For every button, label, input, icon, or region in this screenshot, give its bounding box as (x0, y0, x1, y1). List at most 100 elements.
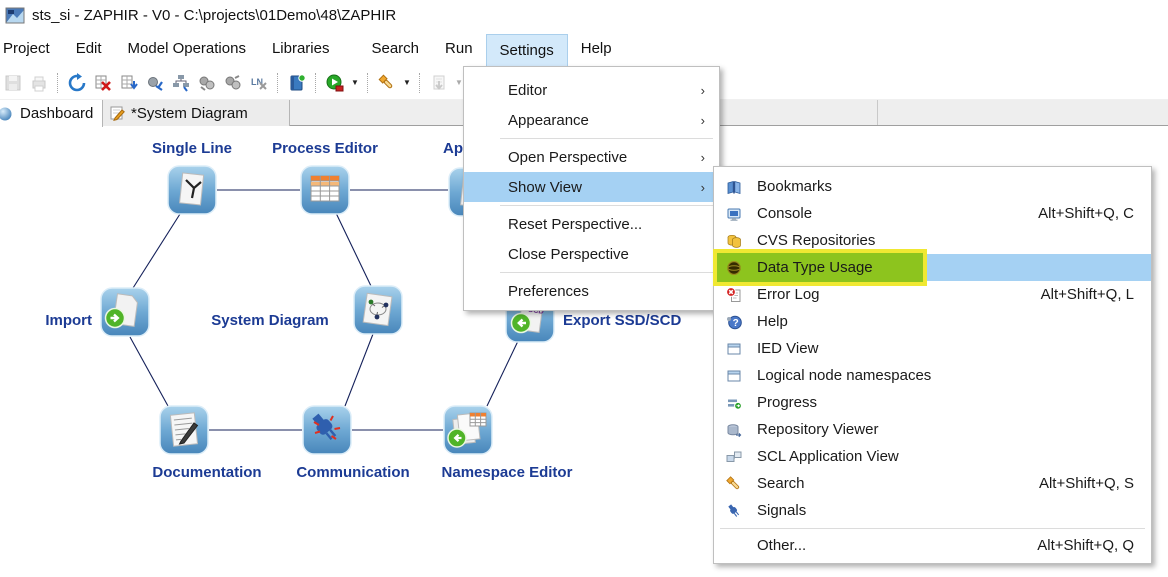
view-item-label: IED View (757, 340, 819, 357)
toolbar-model-hierarchy-icon[interactable] (169, 71, 193, 95)
menu-item-label: Open Perspective (508, 148, 628, 166)
svg-text:LN: LN (251, 77, 263, 87)
diagram-editor-icon (109, 105, 126, 122)
menu-item-preferences[interactable]: Preferences (464, 276, 719, 306)
toolbar-separator (57, 72, 59, 93)
toolbar-run-icon[interactable] (323, 71, 347, 95)
toolbar-search-tool-icon[interactable] (375, 71, 399, 95)
view-item-shortcut: Alt+Shift+Q, L (1040, 286, 1134, 303)
console-icon (726, 206, 742, 222)
menu-separator (500, 205, 713, 206)
title-bar: sts_si - ZAPHIR - V0 - C:\projects\01Dem… (0, 0, 1168, 30)
view-item-repository-viewer[interactable]: Repository Viewer (714, 416, 1151, 443)
toolbar-separator (315, 72, 317, 93)
view-item-signals[interactable]: Signals (714, 497, 1151, 524)
dashboard-node-communication-icon[interactable] (302, 405, 352, 455)
view-item-shortcut: Alt+Shift+Q, S (1038, 475, 1134, 492)
dashboard-sphere-icon (0, 105, 15, 122)
dashboard-node-documentation-icon[interactable] (159, 405, 209, 455)
dashboard-node-single-line-label: Single Line (151, 140, 232, 157)
menu-item-close-perspective[interactable]: Close Perspective (464, 239, 719, 269)
menubar-item-run[interactable]: Run (445, 40, 473, 57)
toolbar-dropdown-arrow-icon[interactable]: ▼ (403, 78, 411, 87)
toolbar-dropdown-arrow-icon[interactable]: ▼ (455, 78, 463, 87)
view-item-search[interactable]: Search Alt+Shift+Q, S (714, 470, 1151, 497)
tab-group-divider (877, 100, 878, 125)
dashboard-node-process-editor-label: Process Editor (272, 140, 378, 157)
window-icon (726, 368, 742, 384)
menu-item-open-perspective[interactable]: Open Perspective› (464, 142, 719, 172)
toolbar-compare-b-icon[interactable] (221, 71, 245, 95)
dashboard-node-app-partial-label: Ap (443, 140, 463, 157)
view-item-label: Progress (757, 394, 818, 411)
menu-item-label: Editor (508, 81, 548, 99)
dashboard-node-import-icon[interactable] (100, 287, 150, 337)
toolbar-save-icon (1, 71, 25, 95)
menu-separator (500, 138, 713, 139)
toolbar-compare-a-icon[interactable] (195, 71, 219, 95)
toolbar-refresh-icon[interactable] (65, 71, 89, 95)
view-item-logical-node-namespaces[interactable]: Logical node namespaces (714, 362, 1151, 389)
menu-bar: Project Edit Model Operations Libraries Sear… (0, 30, 1168, 66)
view-item-label: Search (757, 475, 805, 492)
tab-dashboard[interactable]: Dashboard (0, 100, 103, 127)
submenu-arrow-icon: › (700, 112, 705, 128)
help-icon: ? (726, 314, 742, 330)
view-item-help[interactable]: ?Help (714, 308, 1151, 335)
search-icon (726, 475, 742, 492)
menu-item-show-view[interactable]: Show View › (464, 172, 719, 202)
repository-viewer-icon (726, 422, 742, 438)
toolbar-ln-clear-icon[interactable]: LN (247, 71, 271, 95)
dashboard-node-single-line-icon[interactable] (167, 165, 217, 215)
view-item-shortcut: Alt+Shift+Q, C (1038, 205, 1134, 222)
toolbar-separator (419, 72, 421, 93)
toolbar-print-icon (27, 71, 51, 95)
view-item-label: Data Type Usage (757, 259, 873, 276)
view-item-label: Error Log (757, 286, 820, 303)
view-item-ied-view[interactable]: IED View (714, 335, 1151, 362)
menubar-item-model-operations[interactable]: Model Operations (127, 40, 246, 57)
settings-dropdown-menu: Editor›Appearance›Open Perspective›Show … (463, 66, 720, 311)
dashboard-node-namespace-editor-icon[interactable] (443, 405, 493, 455)
view-item-cvs-repositories[interactable]: CVS Repositories (714, 227, 1151, 254)
view-item-error-log[interactable]: Error Log Alt+Shift+Q, L (714, 281, 1151, 308)
dashboard-node-process-editor-icon[interactable] (300, 165, 350, 215)
menu-item-label: Appearance (508, 111, 589, 129)
tab-system-diagram[interactable]: *System Diagram (103, 100, 290, 126)
toolbar-dropdown-arrow-icon[interactable]: ▼ (351, 78, 359, 87)
menu-item-label: Reset Perspective... (508, 215, 643, 233)
view-item-label: SCL Application View (757, 448, 899, 465)
view-item-scl-application-view[interactable]: SCL Application View (714, 443, 1151, 470)
view-item-label: Repository Viewer (757, 421, 879, 438)
tab-label: Dashboard (20, 105, 94, 122)
view-item-bookmarks[interactable]: Bookmarks (714, 173, 1151, 200)
view-item-data-type-usage[interactable]: Data Type Usage (713, 249, 1151, 286)
toolbar-separator (367, 72, 369, 93)
menu-item-appearance[interactable]: Appearance › (464, 105, 719, 135)
error-log-icon (726, 286, 742, 303)
toolbar-library-icon[interactable] (285, 71, 309, 95)
menu-item-editor[interactable]: Editor› (464, 75, 719, 105)
submenu-arrow-icon: › (700, 179, 705, 195)
dashboard-node-system-diagram-label: System Diagram (211, 312, 329, 329)
dashboard-node-import-label: Import (45, 312, 92, 329)
toolbar-delete-model-icon[interactable] (91, 71, 115, 95)
menubar-item-edit[interactable]: Edit (75, 40, 102, 57)
menu-separator (500, 272, 713, 273)
menu-item-label: Preferences (508, 282, 589, 300)
menubar-item-help[interactable]: Help (580, 40, 612, 57)
menu-item-label: Show View (508, 178, 582, 196)
toolbar-import-model-icon[interactable] (117, 71, 141, 95)
view-item-other[interactable]: Other...Alt+Shift+Q, Q (714, 532, 1151, 559)
menubar-item-project[interactable]: Project (3, 40, 50, 57)
bookmarks-icon (726, 179, 742, 195)
menu-item-reset-perspective[interactable]: Reset Perspective... (464, 209, 719, 239)
menubar-item-search[interactable]: Search (371, 40, 420, 57)
view-item-progress[interactable]: Progress (714, 389, 1151, 416)
toolbar-sync-model-icon[interactable] (143, 71, 167, 95)
toolbar-export-template-icon (427, 71, 451, 95)
dashboard-node-system-diagram-icon[interactable] (353, 285, 403, 335)
menubar-item-settings[interactable]: Settings (485, 34, 568, 66)
menubar-item-libraries[interactable]: Libraries (271, 40, 330, 57)
